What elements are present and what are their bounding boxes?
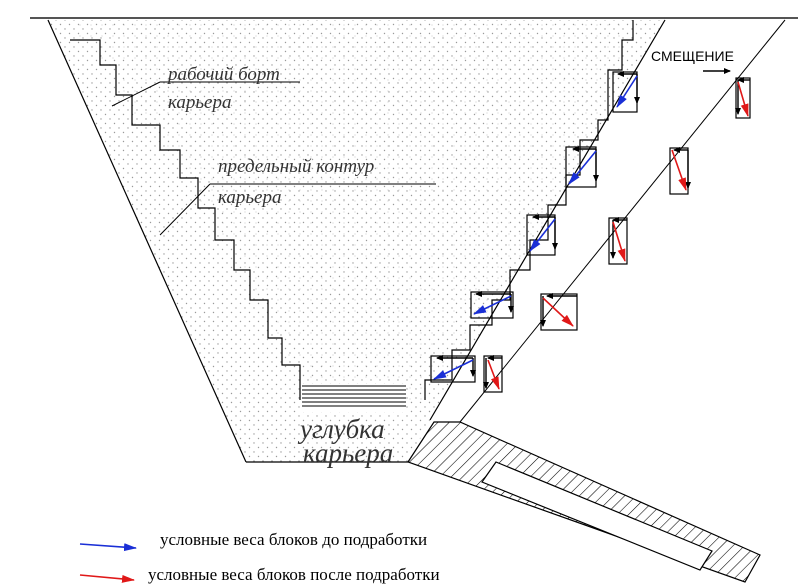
block-red-1 xyxy=(735,77,751,119)
limit-contour-leader xyxy=(159,183,211,236)
block-blue-2 xyxy=(565,146,599,188)
working-side-left xyxy=(70,39,301,400)
underground-drift xyxy=(407,421,761,583)
blue-arrow-icon xyxy=(79,543,137,552)
displacement-label: СМЕЩЕНИЕ xyxy=(651,48,734,64)
red-arrow-icon xyxy=(79,574,135,583)
legend-text-blue: условные веса блоков до подработки xyxy=(160,530,427,549)
working-side-right xyxy=(424,20,634,400)
working-side-leader xyxy=(111,81,161,107)
working-side-label-line1: рабочий борт xyxy=(166,64,280,85)
legend: условные веса блоков до подработки услов… xyxy=(79,530,440,584)
limit-contour-label-line1: предельный контур xyxy=(218,156,374,177)
deepening-label-line2: карьера xyxy=(303,438,393,468)
working-side-label-line2: карьера xyxy=(168,92,232,113)
pit-inner-area xyxy=(70,20,622,400)
limit-contour-left xyxy=(47,19,247,463)
block-blue-1 xyxy=(612,71,640,113)
block-red-2 xyxy=(669,147,691,195)
deepening-strip xyxy=(302,384,406,412)
block-red-5 xyxy=(483,355,503,393)
block-red-3 xyxy=(608,217,628,265)
limit-contour-label-line2: карьера xyxy=(218,187,282,208)
block-red-4 xyxy=(540,293,578,331)
legend-item-red: условные веса блоков после подработки xyxy=(79,565,440,584)
block-blue-4 xyxy=(470,291,514,319)
block-blue-3 xyxy=(526,214,558,256)
legend-item-blue: условные веса блоков до подработки xyxy=(79,530,427,552)
legend-text-red: условные веса блоков после подработки xyxy=(148,565,440,584)
deepening-label-line1: углубка xyxy=(297,414,385,444)
shear-line-1 xyxy=(459,19,786,423)
block-blue-5 xyxy=(430,355,476,383)
